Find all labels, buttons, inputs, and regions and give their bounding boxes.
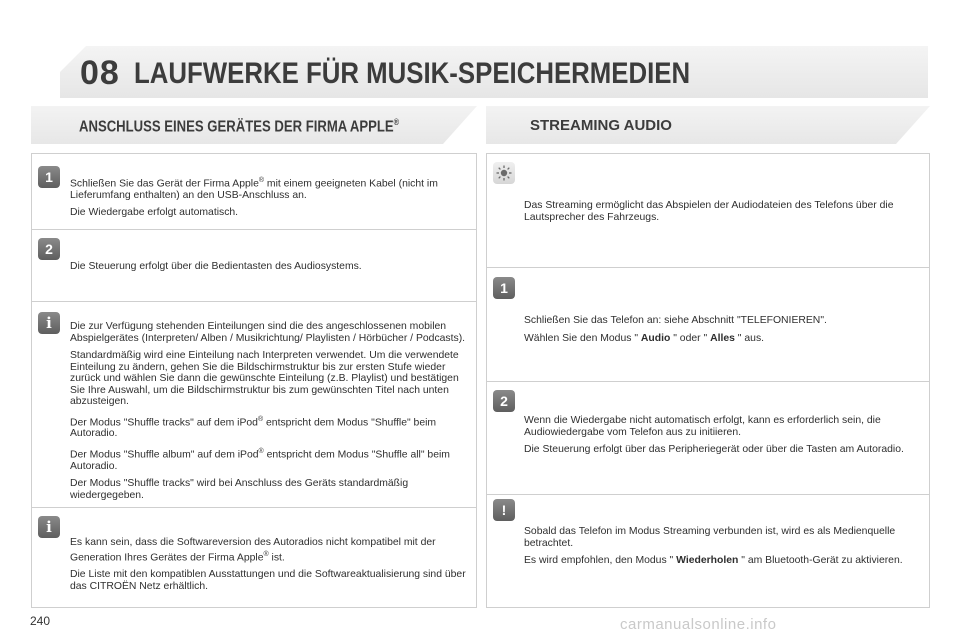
paragraph: Sobald das Telefon im Modus Streaming ve… [524,526,896,549]
divider [32,301,476,302]
paragraph: Die zur Verfügung stehenden Einteilungen… [70,321,466,344]
step-number-badge: 2 [38,238,60,260]
apple-connection-panel: 1 Schließen Sie das Gerät der Firma Appl… [31,153,477,608]
paragraph: Es kann sein, dass die Softwareversion d… [70,537,436,563]
chapter-header-band [60,46,928,98]
section-title-streaming: STREAMING AUDIO [530,117,672,134]
step-block: 2 Die Steuerung erfolgt über die Bedient… [32,230,476,301]
lightbulb-icon [493,162,515,184]
paragraph: Schließen Sie das Gerät der Firma Apple®… [70,177,438,201]
paragraph: Wenn die Wiedergabe nicht automatisch er… [524,415,881,438]
info-icon: i [38,516,60,538]
warning-block: ! Sobald das Telefon im Modus Streaming … [487,495,929,607]
step-block: 1 Schließen Sie das Telefon an: siehe Ab… [487,268,929,381]
page-number: 240 [30,614,51,628]
divider [487,267,929,268]
paragraph: Die Steuerung erfolgt über die Bedientas… [70,261,362,272]
paragraph: Der Modus "Shuffle tracks" wird bei Ansc… [70,478,409,501]
info-icon: i [38,312,60,334]
watermark: carmanualsonline.info [620,616,777,633]
step-block: 2 Wenn die Wiedergabe nicht automatisch … [487,382,929,494]
section-heading-apple: ANSCHLUSS EINES GERÄTES DER FIRMA APPLE® [31,106,477,144]
divider [32,507,476,508]
paragraph: Standardmäßig wird eine Einteilung nach … [70,350,459,407]
step-number-badge: 1 [38,166,60,188]
paragraph: Die Wiedergabe erfolgt automatisch. [70,207,239,219]
info-block: i Es kann sein, dass die Softwareversion… [32,508,476,607]
step-block: 1 Schließen Sie das Gerät der Firma Appl… [32,154,476,229]
paragraph: Die Steuerung erfolgt über das Peripheri… [524,444,904,455]
step-number-badge: 1 [493,277,515,299]
divider [487,381,929,382]
paragraph: Es wird empfohlen, den Modus " Wiederhol… [524,555,903,566]
paragraph: Schließen Sie das Telefon an: siehe Absc… [524,315,827,326]
chapter-number: 08 [80,54,120,92]
registered-mark: ® [393,117,400,127]
divider [32,229,476,230]
section-title-apple: ANSCHLUSS EINES GERÄTES DER FIRMA APPLE [79,118,394,136]
paragraph: Der Modus "Shuffle album" auf dem iPod® … [70,447,450,472]
paragraph: Das Streaming ermöglicht das Abspielen d… [524,200,894,223]
divider [487,494,929,495]
paragraph: Der Modus "Shuffle tracks" auf dem iPod®… [70,415,437,440]
section-heading-streaming: STREAMING AUDIO [486,106,930,144]
chapter-title: LAUFWERKE FÜR MUSIK-SPEICHERMEDIEN [134,57,691,90]
warning-icon: ! [493,499,515,521]
paragraph: Die Liste mit den kompatiblen Ausstattun… [70,569,466,592]
paragraph: Wählen Sie den Modus " Audio " oder " Al… [524,332,765,344]
info-block: i Die zur Verfügung stehenden Einteilung… [32,302,476,507]
tip-block: Das Streaming ermöglicht das Abspielen d… [487,154,929,267]
step-number-badge: 2 [493,390,515,412]
streaming-audio-panel: Das Streaming ermöglicht das Abspielen d… [486,153,930,608]
